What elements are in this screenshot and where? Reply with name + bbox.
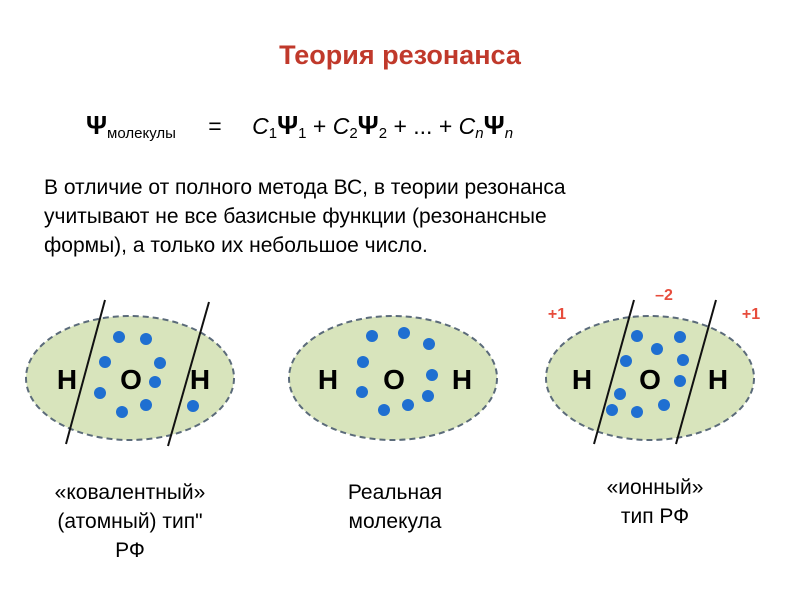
- caption-line: «ионный»: [606, 476, 704, 499]
- electron-dot: [357, 356, 369, 368]
- coef-c1-sub: 1: [268, 125, 278, 142]
- charge-center: –2: [655, 287, 673, 304]
- electron-dot: [631, 330, 643, 342]
- bond-divider-line: [65, 299, 106, 445]
- atom-h-right: H: [708, 364, 728, 395]
- atom-o: O: [383, 364, 405, 395]
- electron-dot: [140, 333, 152, 345]
- caption-line: (атомный) тип": [57, 510, 203, 533]
- caption-line: молекула: [348, 510, 442, 533]
- psi-1-sub: 1: [298, 125, 307, 142]
- caption-covalent: «ковалентный» (атомный) тип" РФ: [20, 478, 240, 565]
- electron-dot: [187, 400, 199, 412]
- atom-h-left: H: [318, 364, 338, 395]
- psi-n: Ψ: [483, 110, 505, 140]
- plus-sign: +: [306, 113, 333, 139]
- atom-h-left: H: [57, 364, 77, 395]
- electron-dot: [378, 404, 390, 416]
- electron-dot: [356, 386, 368, 398]
- electron-dots: [606, 330, 689, 418]
- atom-h-left: H: [572, 364, 592, 395]
- paragraph-line: учитывают не все базисные функции (резон…: [44, 205, 547, 228]
- equals-sign: =: [208, 113, 222, 139]
- caption-line: Реальная: [347, 481, 443, 504]
- molecule-covalent: H O H: [25, 299, 235, 447]
- coef-c1: C: [252, 113, 269, 139]
- electron-dot: [140, 399, 152, 411]
- electron-dot: [99, 356, 111, 368]
- coef-cn-sub: n: [475, 125, 484, 142]
- caption-real: Реальная молекула: [290, 478, 500, 536]
- electron-dot: [614, 388, 626, 400]
- bond-divider-line: [167, 301, 210, 447]
- ellipsis-plus: + ... +: [387, 113, 459, 139]
- electron-dots: [94, 331, 199, 418]
- electron-dot: [606, 404, 618, 416]
- atom-h-right: H: [452, 364, 472, 395]
- paragraph-line: формы), а только их небольшое число.: [44, 234, 428, 257]
- electron-dot: [658, 399, 670, 411]
- charge-right: +1: [742, 306, 760, 323]
- electron-dot: [113, 331, 125, 343]
- electron-dot: [651, 343, 663, 355]
- electron-dot: [154, 357, 166, 369]
- psi-n-sub: n: [504, 125, 514, 142]
- caption-ionic: «ионный» тип РФ: [555, 473, 755, 531]
- molecule-ellipse: [288, 315, 498, 441]
- caption-line: РФ: [115, 539, 145, 562]
- electron-dot: [426, 369, 438, 381]
- psi-2-sub: 2: [378, 125, 388, 142]
- atom-o: O: [639, 364, 661, 395]
- charge-left: +1: [548, 306, 566, 323]
- electron-dot: [677, 354, 689, 366]
- molecule-diagrams: H O H H O H H O H +1 –2 +1: [25, 287, 760, 447]
- electron-dot: [366, 330, 378, 342]
- electron-dot: [674, 375, 686, 387]
- psi-1: Ψ: [277, 110, 299, 140]
- psi-subscript-molecule: молекулы: [107, 125, 176, 142]
- caption-line: «ковалентный»: [54, 481, 206, 504]
- atom-h-right: H: [190, 364, 210, 395]
- electron-dot: [631, 406, 643, 418]
- atom-o: O: [120, 364, 142, 395]
- bond-divider-line: [675, 299, 717, 445]
- electron-dot: [398, 327, 410, 339]
- paragraph-line: В отличие от полного метода ВС, в теории…: [44, 176, 566, 199]
- molecule-ellipse: [25, 315, 235, 441]
- coef-cn: C: [458, 113, 476, 139]
- electron-dot: [422, 390, 434, 402]
- electron-dot: [620, 355, 632, 367]
- psi-2: Ψ: [357, 110, 379, 140]
- electron-dot: [149, 376, 161, 388]
- explanation-paragraph: В отличие от полного метода ВС, в теории…: [44, 173, 764, 260]
- psi-symbol: Ψ: [86, 110, 108, 140]
- electron-dot: [116, 406, 128, 418]
- electron-dot: [423, 338, 435, 350]
- bond-divider-line: [593, 299, 635, 445]
- electron-dots: [356, 327, 438, 416]
- electron-dot: [94, 387, 106, 399]
- electron-dot: [674, 331, 686, 343]
- electron-dot: [402, 399, 414, 411]
- slide-title: Теория резонанса: [279, 40, 521, 70]
- caption-line: тип РФ: [620, 505, 690, 528]
- coef-c2-sub: 2: [349, 125, 358, 142]
- molecule-real: H O H: [288, 315, 498, 441]
- coef-c2: C: [332, 113, 350, 139]
- resonance-formula: Ψмолекулы = C1Ψ1 + C2Ψ2 + ... + CnΨn: [86, 110, 513, 142]
- molecule-ionic: H O H +1 –2 +1: [545, 287, 760, 445]
